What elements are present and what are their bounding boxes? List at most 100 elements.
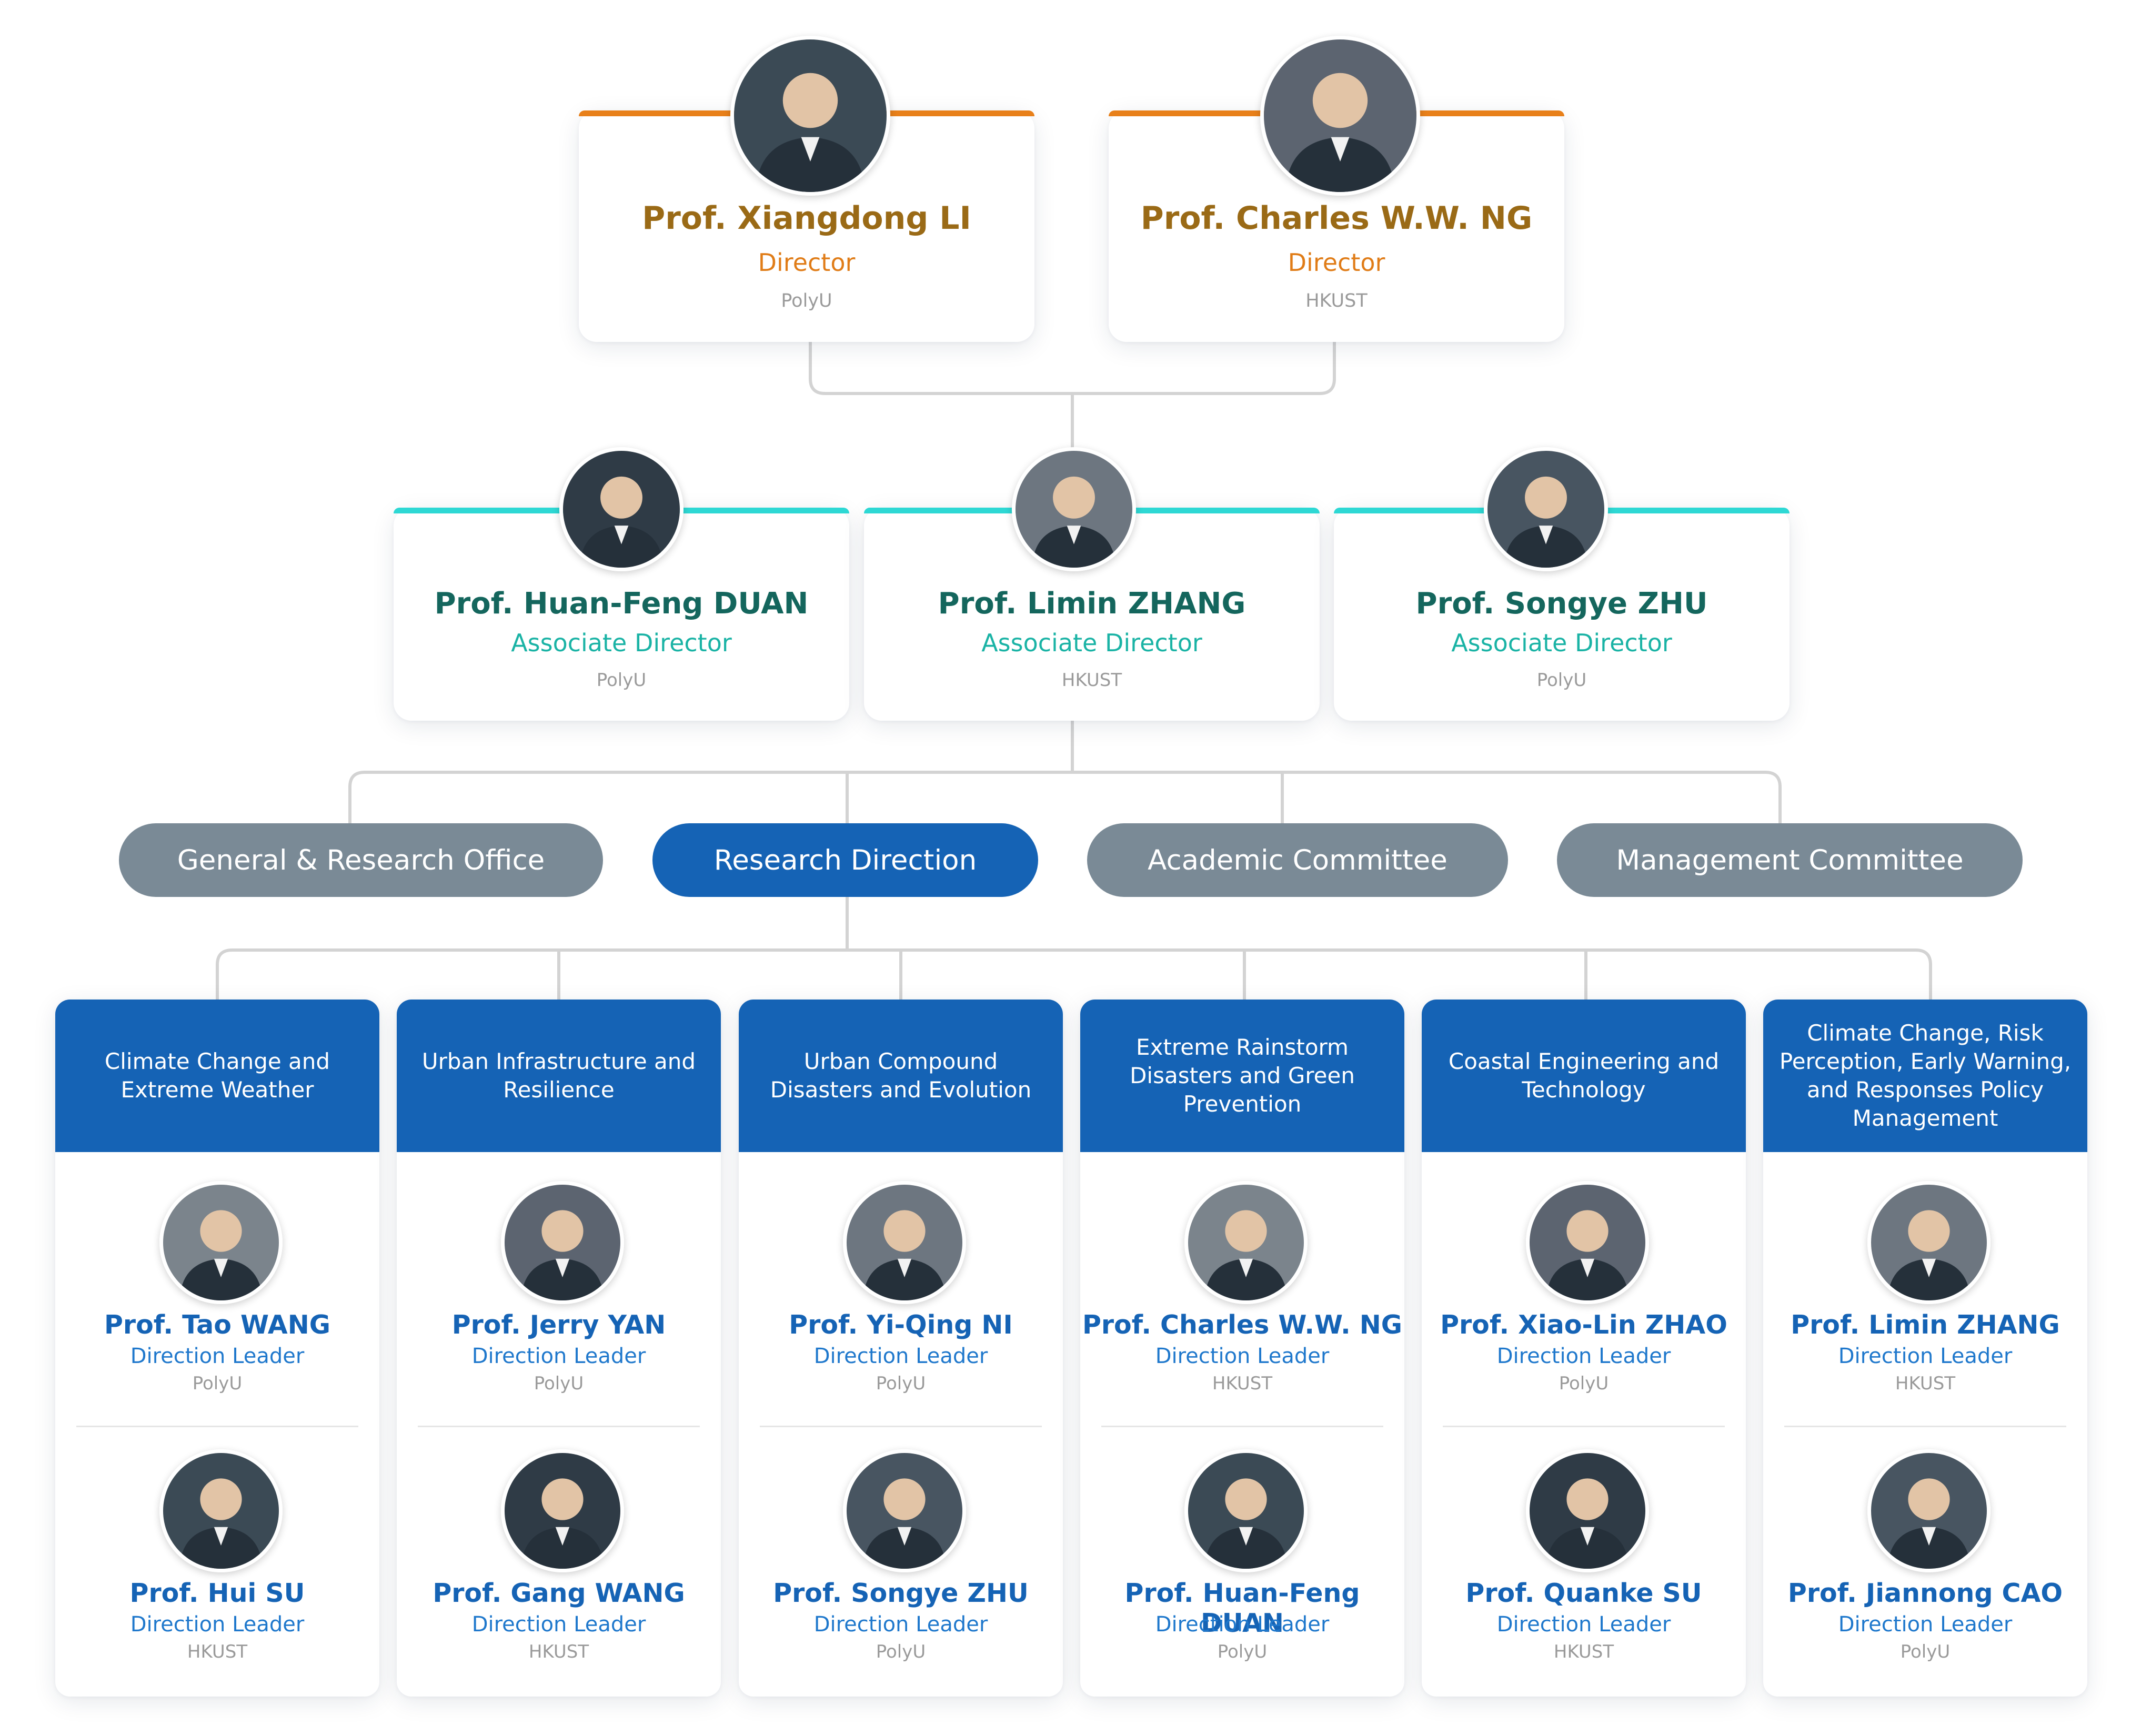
research-direction-column-1: Climate Change and Extreme Weather Prof.… bbox=[55, 1000, 379, 1697]
person-silhouette-icon bbox=[1264, 39, 1416, 192]
leader-role: Direction Leader bbox=[471, 1344, 646, 1368]
director-institution: HKUST bbox=[1305, 290, 1368, 311]
leader-name: Prof. Jerry YAN bbox=[451, 1310, 666, 1340]
person-silhouette-icon bbox=[1487, 451, 1604, 568]
unit-research-direction: Research Direction bbox=[652, 823, 1038, 897]
leader-name: Prof. Charles W.W. NG bbox=[1082, 1310, 1402, 1340]
person-silhouette-icon bbox=[847, 1453, 962, 1569]
avatar-photo-icon bbox=[501, 1181, 624, 1304]
avatar-photo-icon bbox=[730, 36, 890, 196]
avatar-photo-icon bbox=[1484, 447, 1608, 571]
avatar-photo-icon bbox=[1260, 36, 1420, 196]
research-direction-title: Extreme Rainstorm Disasters and Green Pr… bbox=[1080, 1000, 1404, 1152]
avatar-photo-icon bbox=[1012, 447, 1136, 571]
leader-role: Direction Leader bbox=[130, 1612, 305, 1637]
unit-management-committee: Management Committee bbox=[1557, 823, 2023, 897]
leader-name: Prof. Huan-Feng DUAN bbox=[1124, 1578, 1360, 1638]
leader-institution: PolyU bbox=[876, 1373, 926, 1394]
person-silhouette-icon bbox=[1530, 1453, 1645, 1569]
leader-name: Prof. Hui SU bbox=[129, 1578, 305, 1608]
leader-name: Prof. Xiao-Lin ZHAO bbox=[1440, 1310, 1727, 1340]
avatar-photo-icon bbox=[1184, 1449, 1308, 1572]
leader-role: Direction Leader bbox=[1496, 1344, 1671, 1368]
person-silhouette-icon bbox=[1530, 1185, 1645, 1300]
avatar-photo-icon bbox=[843, 1181, 966, 1304]
leader-divider bbox=[1443, 1426, 1725, 1427]
leader-name: Prof. Limin ZHANG bbox=[1791, 1310, 2060, 1340]
avatar-photo-icon bbox=[843, 1449, 966, 1572]
research-direction-column-3: Urban Compound Disasters and Evolution P… bbox=[739, 1000, 1063, 1697]
person-silhouette-icon bbox=[1871, 1185, 1987, 1300]
leader-institution: HKUST bbox=[1553, 1641, 1614, 1662]
leader-institution: PolyU bbox=[1559, 1373, 1609, 1394]
leader-name: Prof. Gang WANG bbox=[433, 1578, 685, 1608]
avatar-photo-icon bbox=[1526, 1449, 1649, 1572]
connector-units bbox=[348, 771, 1782, 823]
research-direction-column-4: Extreme Rainstorm Disasters and Green Pr… bbox=[1080, 1000, 1404, 1697]
avatar-photo-icon bbox=[1867, 1181, 1991, 1304]
leader-role: Direction Leader bbox=[1155, 1612, 1330, 1637]
leader-role: Direction Leader bbox=[1155, 1344, 1330, 1368]
leader-institution: PolyU bbox=[1900, 1641, 1951, 1662]
person-silhouette-icon bbox=[163, 1453, 279, 1569]
leader-role: Direction Leader bbox=[471, 1612, 646, 1637]
associate-director-name: Prof. Limin ZHANG bbox=[938, 587, 1246, 621]
leader-name: Prof. Yi-Qing NI bbox=[789, 1310, 1013, 1340]
leader-institution: PolyU bbox=[1217, 1641, 1268, 1662]
leader-role: Direction Leader bbox=[1496, 1612, 1671, 1637]
person-silhouette-icon bbox=[1016, 451, 1132, 568]
person-silhouette-icon bbox=[1871, 1453, 1987, 1569]
research-direction-column-6: Climate Change, Risk Perception, Early W… bbox=[1763, 1000, 2087, 1697]
research-direction-title: Coastal Engineering and Technology bbox=[1422, 1000, 1746, 1152]
person-silhouette-icon bbox=[505, 1185, 620, 1300]
person-silhouette-icon bbox=[1188, 1185, 1304, 1300]
leader-role: Direction Leader bbox=[813, 1612, 988, 1637]
research-direction-title: Climate Change and Extreme Weather bbox=[55, 1000, 379, 1152]
avatar-photo-icon bbox=[159, 1181, 283, 1304]
avatar-photo-icon bbox=[559, 447, 683, 571]
person-silhouette-icon bbox=[563, 451, 680, 568]
associate-director-name: Prof. Huan-Feng DUAN bbox=[434, 587, 809, 621]
leader-name: Prof. Songye ZHU bbox=[773, 1578, 1029, 1608]
associate-director-institution: PolyU bbox=[1536, 670, 1587, 691]
associate-director-role: Associate Director bbox=[511, 629, 732, 657]
research-direction-title: Urban Compound Disasters and Evolution bbox=[739, 1000, 1063, 1152]
associate-director-institution: HKUST bbox=[1061, 670, 1122, 691]
leader-divider bbox=[1784, 1426, 2066, 1427]
leader-name: Prof. Quanke SU bbox=[1465, 1578, 1702, 1608]
research-direction-column-5: Coastal Engineering and Technology Prof.… bbox=[1422, 1000, 1746, 1697]
leader-divider bbox=[760, 1426, 1042, 1427]
leader-role: Direction Leader bbox=[1838, 1344, 2013, 1368]
leader-institution: HKUST bbox=[187, 1641, 248, 1662]
unit-academic-committee: Academic Committee bbox=[1087, 823, 1508, 897]
research-direction-title: Urban Infrastructure and Resilience bbox=[397, 1000, 721, 1152]
research-direction-title: Climate Change, Risk Perception, Early W… bbox=[1763, 1000, 2087, 1152]
avatar-photo-icon bbox=[159, 1449, 283, 1572]
person-silhouette-icon bbox=[1188, 1453, 1304, 1569]
leader-institution: PolyU bbox=[876, 1641, 926, 1662]
leader-institution: PolyU bbox=[534, 1373, 584, 1394]
associate-director-role: Associate Director bbox=[981, 629, 1202, 657]
avatar-photo-icon bbox=[1867, 1449, 1991, 1572]
leader-role: Direction Leader bbox=[813, 1344, 988, 1368]
leader-institution: HKUST bbox=[1212, 1373, 1273, 1394]
connector-directors bbox=[809, 342, 1336, 395]
person-silhouette-icon bbox=[163, 1185, 279, 1300]
avatar-photo-icon bbox=[1184, 1181, 1308, 1304]
person-silhouette-icon bbox=[734, 39, 887, 192]
associate-director-card-1: Prof. Huan-Feng DUAN Associate Director … bbox=[394, 508, 849, 721]
research-direction-column-2: Urban Infrastructure and Resilience Prof… bbox=[397, 1000, 721, 1697]
leader-institution: HKUST bbox=[1895, 1373, 1956, 1394]
person-silhouette-icon bbox=[847, 1185, 962, 1300]
leader-divider bbox=[418, 1426, 700, 1427]
director-role: Director bbox=[758, 248, 856, 277]
avatar-photo-icon bbox=[1526, 1181, 1649, 1304]
associate-director-name: Prof. Songye ZHU bbox=[1415, 587, 1708, 621]
person-silhouette-icon bbox=[505, 1453, 620, 1569]
director-name: Prof. Xiangdong LI bbox=[642, 200, 971, 237]
director-name: Prof. Charles W.W. NG bbox=[1140, 200, 1533, 237]
leader-name: Prof. Tao WANG bbox=[104, 1310, 330, 1340]
leader-role: Direction Leader bbox=[130, 1344, 305, 1368]
unit-general-research-office: General & Research Office bbox=[119, 823, 603, 897]
